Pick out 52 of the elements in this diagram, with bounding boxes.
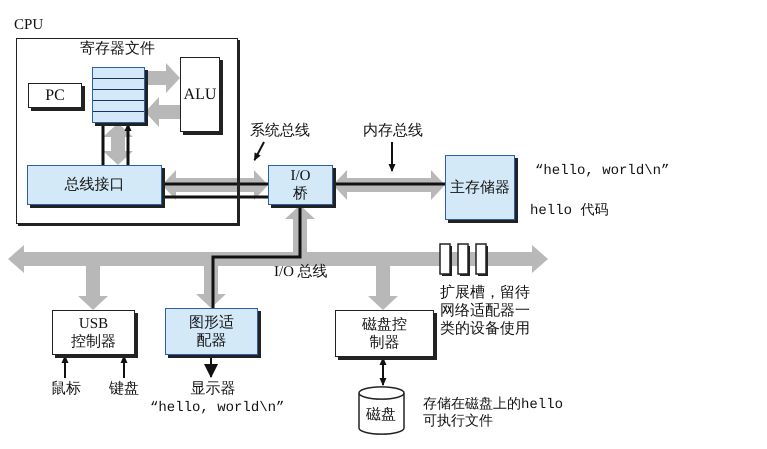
- bus-arrow: [145, 63, 180, 93]
- annotation-text: hello 代码: [530, 203, 610, 220]
- arrow: [380, 357, 386, 386]
- data-path-line: [162, 196, 268, 198]
- bus-label: 系统总线: [244, 120, 316, 142]
- component-box: [335, 310, 434, 357]
- arrow: [204, 355, 218, 378]
- arrow: [120, 355, 128, 378]
- bus-arrow: [162, 170, 268, 200]
- bus-label: 内存总线: [358, 120, 428, 142]
- leader-arrow: [388, 142, 396, 172]
- device-label: 键盘: [105, 378, 143, 400]
- box-label: 总线接口: [64, 176, 124, 194]
- bus-arrow: [78, 266, 108, 310]
- data-path-line: [212, 266, 214, 308]
- bus-arrow: [145, 97, 180, 127]
- data-path-line: [162, 182, 268, 186]
- box-heading: CPU: [14, 16, 44, 34]
- note-text: 扩展槽，留待网络适配器一类的设备使用: [440, 284, 531, 338]
- arrow: [124, 123, 132, 165]
- bus-arrow: [368, 266, 398, 310]
- component-box: [268, 165, 333, 205]
- box-heading: 寄存器文件: [79, 40, 156, 58]
- component-box: [445, 155, 515, 220]
- component-box: [28, 83, 82, 108]
- box-label: PC: [45, 86, 65, 106]
- arrow: [62, 355, 68, 378]
- bus-label: I/O 总线: [274, 263, 329, 281]
- box-label: I/O 桥: [290, 167, 312, 203]
- data-path-line: [333, 182, 445, 186]
- box-label: 图形适配器: [188, 314, 234, 350]
- component-box: [180, 57, 220, 132]
- box-label: 磁盘控制器: [362, 316, 408, 352]
- box-label: 主存储器: [450, 178, 510, 196]
- annotation-text: “hello, world\n”: [150, 400, 286, 417]
- bus-arrow: [285, 205, 315, 252]
- bus-arrow: [196, 266, 226, 308]
- annotation-text: 存储在磁盘上的hello 可执行文件: [423, 397, 564, 431]
- device-label: 显示器: [188, 378, 238, 400]
- box-label: 磁盘: [366, 406, 396, 424]
- box-label: ALU: [184, 84, 216, 104]
- component-box: [52, 310, 135, 355]
- device-label: 鼠标: [47, 378, 85, 400]
- bus-arrow: [103, 123, 133, 165]
- bus-arrow: [333, 170, 445, 200]
- leader-arrow: [254, 142, 265, 161]
- annotation-text: “hello, world\n”: [535, 163, 670, 180]
- component-box: [27, 165, 162, 205]
- data-path-line: [102, 123, 104, 165]
- box-label: USB 控制器: [70, 314, 116, 350]
- component-box: [165, 308, 258, 355]
- data-path-line: [298, 205, 302, 252]
